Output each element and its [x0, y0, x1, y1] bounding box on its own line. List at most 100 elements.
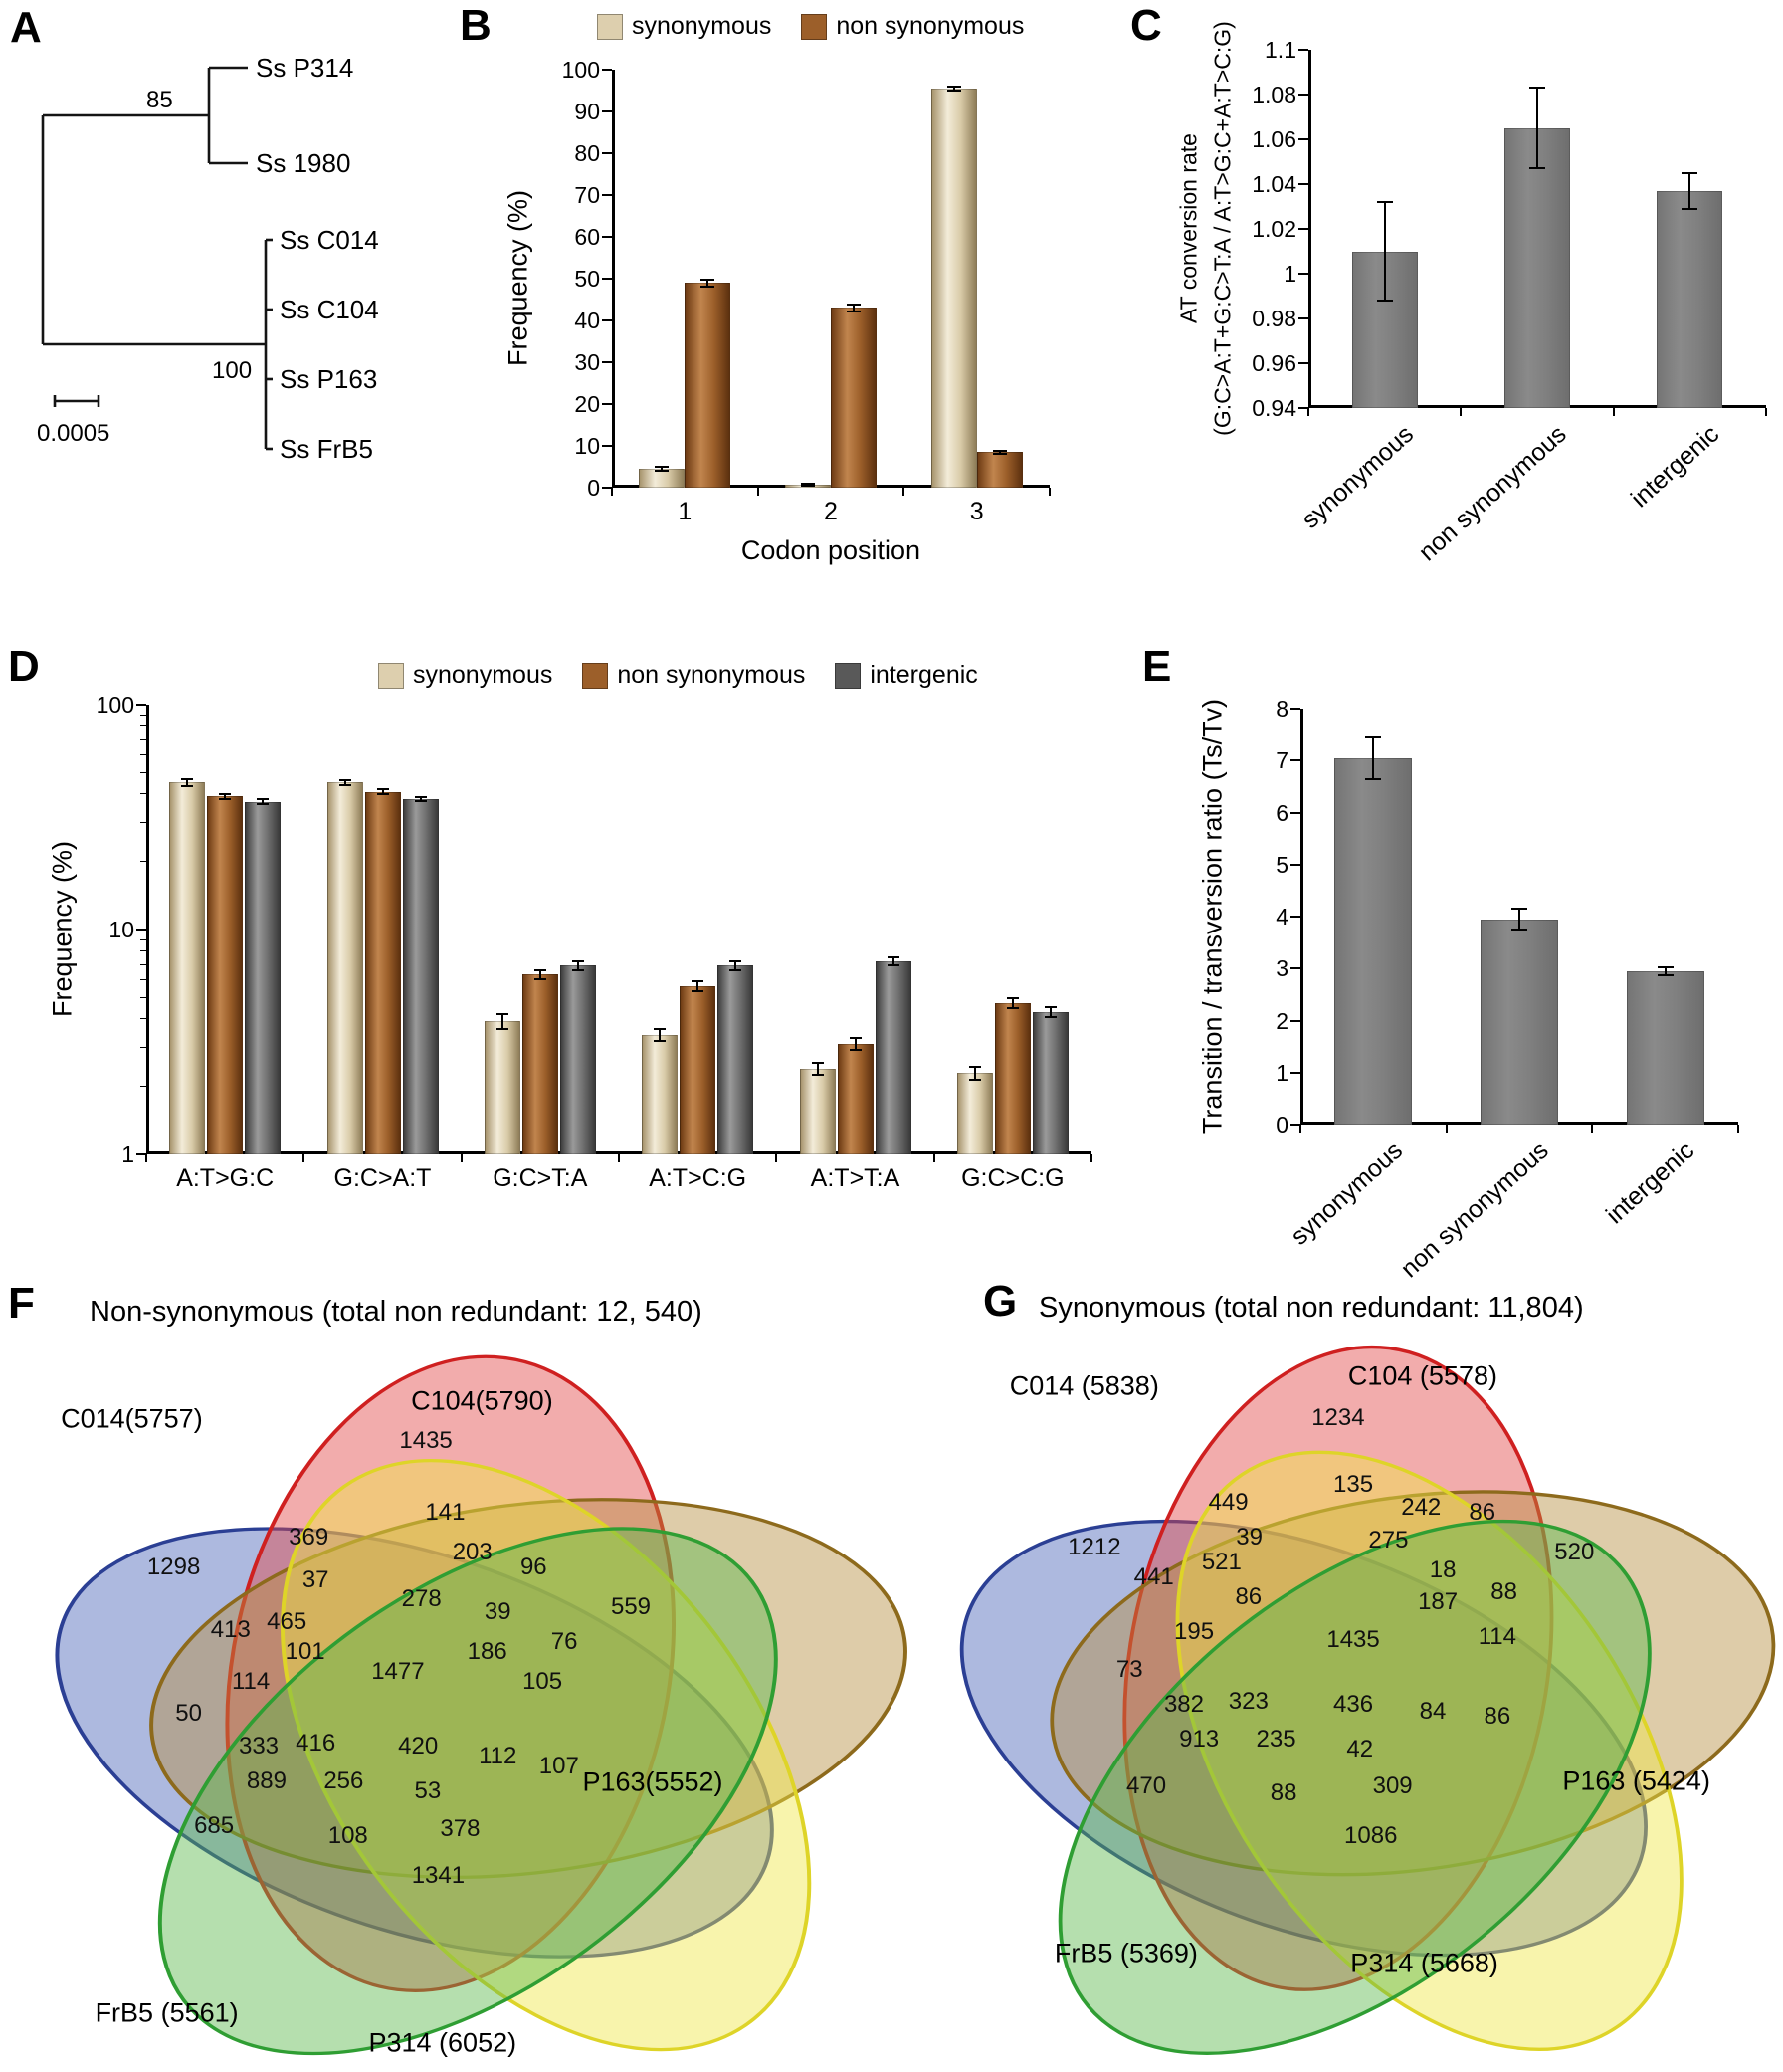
y-tick-mark [1298, 94, 1308, 96]
x-tick-label: A:T>C:G [649, 1164, 747, 1192]
error-bar-cap [968, 1066, 981, 1069]
y-tick-label: 60 [574, 224, 600, 250]
y-tick-label: 2 [1276, 1007, 1288, 1034]
venn-region-count: 88 [1270, 1778, 1297, 1806]
error-bar-cap [1682, 171, 1698, 174]
taxon-label: Ss C104 [280, 295, 379, 324]
error-bar-line [381, 789, 384, 794]
bar-non-synonymous [521, 974, 558, 1154]
error-bar-cap [257, 798, 270, 801]
legend-label: non synonymous [617, 661, 806, 689]
venn-region-count: 278 [401, 1584, 442, 1612]
venn-set-label: C104(5790) [411, 1385, 553, 1416]
x-boundary-tick [1612, 408, 1615, 416]
venn-region-count: 333 [238, 1732, 280, 1760]
venn-ellipse-p163 [1050, 1490, 1776, 1877]
error-bar-cap [1376, 300, 1393, 302]
error-bar-cap [1044, 1006, 1057, 1009]
x-tick-label: 2 [824, 498, 838, 525]
venn-region-count: 105 [522, 1667, 563, 1695]
y-tick-mark [136, 929, 146, 931]
taxon-label: Ss FrB5 [280, 434, 373, 464]
bar-synonymous [484, 1021, 520, 1154]
venn-region-count: 18 [1429, 1555, 1457, 1583]
y-tick-label: 3 [1276, 955, 1288, 982]
taxon-label: Ss P163 [280, 364, 377, 394]
venn-region-count: 114 [1478, 1623, 1517, 1650]
y-tick-label: 1.06 [1252, 126, 1296, 152]
error-bar-cap [849, 1036, 862, 1039]
error-bar-cap [847, 310, 861, 312]
error-bar-cap [1365, 777, 1382, 780]
venn-region-count: 195 [1174, 1617, 1215, 1645]
venn-region-count: 73 [1115, 1655, 1143, 1683]
x-boundary-tick [302, 1154, 305, 1162]
venn-region-count: 88 [1490, 1578, 1517, 1606]
error-bar-line [661, 467, 664, 472]
y-tick-mark [602, 194, 612, 196]
error-bar-cap [847, 304, 861, 307]
error-bar-cap [801, 483, 815, 486]
error-bar-line [1383, 202, 1386, 301]
error-bar-cap [946, 85, 961, 88]
error-bar-cap [533, 978, 546, 981]
legend-label: synonymous [413, 661, 553, 689]
x-boundary-tick [618, 1154, 620, 1162]
error-bar-line [538, 969, 541, 980]
error-bar-cap [338, 784, 351, 787]
venn-set-label: FrB5 (5369) [1054, 1938, 1198, 1968]
venn-region-count: 42 [1346, 1735, 1374, 1762]
error-bar-line [1688, 172, 1691, 209]
y-tick-label: 100 [96, 692, 134, 718]
venn-region-count: 107 [538, 1752, 579, 1779]
x-axis-title: Codon position [740, 535, 921, 565]
y-tick-mark [136, 1153, 146, 1155]
x-boundary-tick [1591, 1125, 1594, 1133]
y-minor-tick [140, 938, 146, 940]
venn-ellipse-c104 [225, 1354, 676, 1992]
venn-region-count: 135 [1333, 1470, 1374, 1498]
error-bar-cap [729, 960, 742, 963]
legend-swatch-non_synonymous [582, 662, 609, 689]
error-bar-cap [992, 449, 1007, 452]
error-bar-cap [811, 1062, 824, 1065]
taxon-label: Ss P314 [256, 53, 353, 83]
y-tick-mark [602, 110, 612, 112]
y-tick-mark [602, 69, 612, 71]
bar-non-synonymous [1504, 127, 1570, 408]
error-bar-line [500, 1014, 503, 1030]
legend-swatch-synonymous [378, 662, 404, 689]
bar-non-synonymous [994, 1003, 1031, 1154]
y-tick-label: 10 [108, 917, 134, 942]
venn-region-count: 112 [479, 1743, 517, 1770]
error-bar-cap [849, 1049, 862, 1052]
bar-non-synonymous [680, 985, 716, 1154]
y-tick-label: 1.02 [1252, 216, 1296, 242]
y-tick-label: 80 [574, 140, 600, 166]
error-bar-cap [655, 466, 670, 468]
venn-region-count: 889 [246, 1767, 287, 1795]
y-minor-tick [140, 714, 146, 716]
y-minor-tick [140, 771, 146, 773]
error-bar-cap [811, 1074, 824, 1077]
error-bar-cap [692, 990, 704, 993]
y-axis-title: Frequency (%) [47, 840, 78, 1018]
bar-synonymous [326, 782, 363, 1154]
y-tick-mark [1298, 317, 1308, 319]
error-bar-cap [655, 470, 670, 473]
venn-region-count: 436 [1333, 1690, 1374, 1718]
venn-ellipse-frb5 [1058, 1519, 1652, 2055]
error-bar-line [659, 1029, 662, 1041]
x-boundary-tick [460, 1154, 463, 1162]
venn-g-title: Synonymous (total non redundant: 11,804) [1039, 1292, 1584, 1324]
venn-region-count: 559 [610, 1592, 652, 1620]
y-axis-title: Transition / transversion ratio (Ts/Tv) [1197, 698, 1228, 1135]
y-tick-label: 1 [1284, 261, 1296, 287]
error-bar-line [419, 796, 422, 802]
bar-intergenic [1657, 190, 1723, 408]
y-tick-mark [602, 278, 612, 280]
venn-region-count: 378 [440, 1815, 481, 1843]
y-tick-mark [602, 236, 612, 238]
venn-region-count: 416 [296, 1729, 336, 1757]
